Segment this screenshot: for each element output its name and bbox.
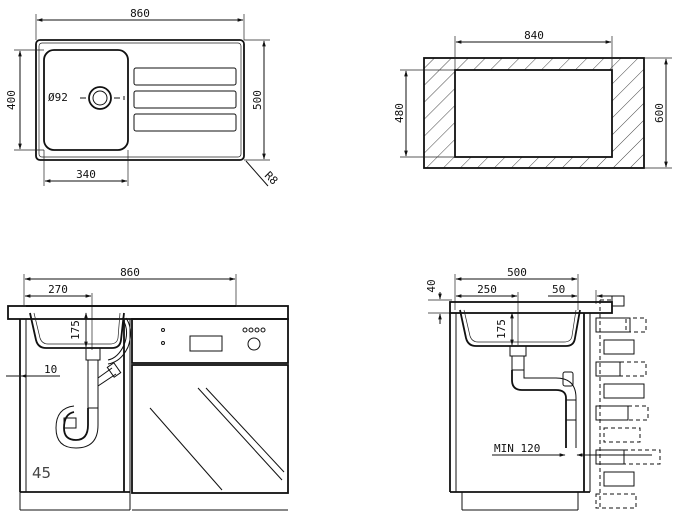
dishwasher-display — [189, 335, 223, 352]
drain-circle — [88, 86, 112, 110]
side-rim-height-label: 40 — [425, 279, 438, 292]
bowl-depth-label: 400 — [5, 90, 18, 110]
top-width-label: 860 — [130, 7, 150, 20]
cutout-width-label: 840 — [524, 29, 544, 42]
siphon-min-label: MIN 120 — [494, 442, 540, 455]
sink-top-view: 860 Ø92 500 400 340 R8 — [5, 7, 280, 187]
cabinet-depth-label: 600 — [653, 103, 666, 123]
side-drain-offset-label: 250 — [477, 283, 497, 296]
siphon-trap — [63, 408, 89, 441]
drainer-rib — [133, 90, 237, 109]
dishwasher — [131, 318, 289, 364]
top-depth-label: 500 — [251, 90, 264, 110]
front-gap-label: 10 — [44, 363, 57, 376]
side-bowl-height-label: 175 — [495, 319, 508, 339]
drain-diameter-label: Ø92 — [48, 91, 68, 104]
brick-wall — [595, 295, 661, 510]
cutout-opening — [454, 69, 613, 158]
dishwasher-door — [131, 364, 289, 494]
cutout-view: 840 480 600 — [393, 29, 672, 169]
side-bowl — [459, 309, 581, 347]
corner-radius-label: R8 — [262, 169, 281, 188]
bowl-width-label: 340 — [76, 168, 96, 181]
drainer-rib — [133, 67, 237, 86]
dishwasher-knob — [247, 337, 261, 351]
side-siphon — [511, 370, 567, 448]
counter-thickness-label: 45 — [32, 464, 51, 482]
front-view: 860 270 175 — [6, 266, 289, 511]
front-drain-offset-label: 270 — [48, 283, 68, 296]
side-depth-label: 500 — [507, 266, 527, 279]
cutout-depth-label: 480 — [393, 103, 406, 123]
worktop — [7, 305, 289, 320]
sink-bowl — [43, 49, 129, 151]
front-bowl-height-label: 175 — [69, 320, 82, 340]
side-view: 500 250 50 40 175 MIN 120 — [425, 266, 661, 511]
side-rear-gap-label: 50 — [552, 283, 565, 296]
side-worktop — [449, 301, 613, 314]
front-width-label: 860 — [120, 266, 140, 279]
drainer-rib — [133, 113, 237, 132]
front-bowl — [29, 312, 125, 349]
